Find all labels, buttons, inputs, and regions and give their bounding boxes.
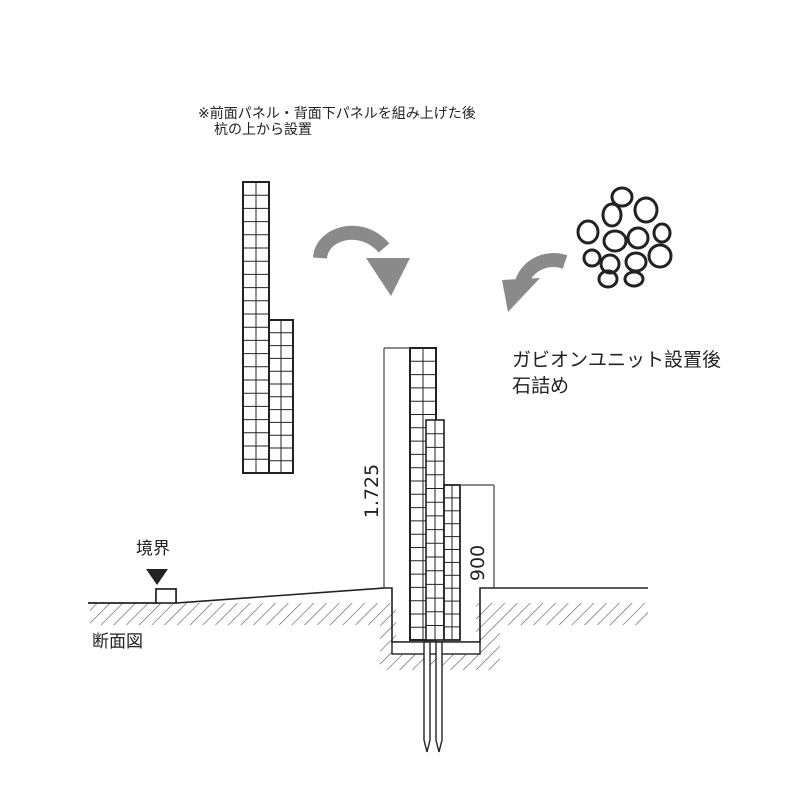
boundary-marker-icon	[146, 569, 168, 585]
stone-filling-label: ガビオンユニット設置後 石詰め	[512, 348, 721, 399]
installed-rear-panel	[443, 484, 461, 641]
installation-note: ※前面パネル・背面下パネルを組み上げた後 杭の上から設置	[198, 106, 476, 138]
dimension-lines	[383, 347, 495, 588]
stone-filling-label-line2: 石詰め	[512, 374, 570, 397]
boundary-label: 境界	[136, 539, 170, 559]
section-view-label: 断面図	[92, 632, 143, 652]
ground-section	[88, 569, 648, 670]
installation-note-line1: ※前面パネル・背面下パネルを組み上げた後	[198, 106, 476, 122]
installation-note-line2: 杭の上から設置	[214, 122, 312, 139]
curved-arrow-icon	[502, 253, 568, 312]
panel-assembly	[242, 181, 294, 474]
stake-panel	[425, 419, 445, 641]
front-panel	[242, 181, 270, 474]
gabion-unit	[409, 347, 461, 641]
height-total-dimension: 1.725	[361, 463, 383, 519]
stakes	[423, 641, 443, 753]
rear-lower-panel	[268, 319, 294, 474]
curved-arrow-icon	[313, 225, 410, 296]
height-lower-dimension: 900	[467, 544, 489, 582]
boundary-post	[155, 588, 177, 604]
stone-filling-label-line1: ガビオンユニット設置後	[512, 349, 722, 371]
stones-icon	[576, 186, 673, 289]
